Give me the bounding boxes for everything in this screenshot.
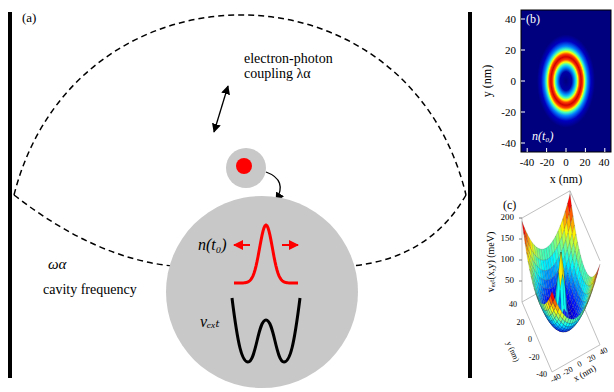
double-well — [232, 298, 300, 362]
tick-label: 150 — [501, 234, 515, 244]
axis-box — [522, 191, 600, 261]
tick-label: 20 — [505, 44, 516, 56]
coupling-arrow — [214, 86, 228, 132]
node-label: n(t₀) — [198, 236, 227, 254]
tick-mark — [521, 50, 525, 51]
symbol: ωα — [48, 256, 66, 273]
potential-surface — [530, 269, 534, 282]
tick-label: 100 — [501, 255, 515, 265]
panel-letter: (c) — [503, 199, 516, 212]
tick-mark — [519, 218, 522, 219]
tick-mark — [521, 112, 525, 113]
tick-label: 40 — [598, 346, 609, 358]
zoom-circle: n(t₀) vₑₓₜ — [166, 196, 358, 388]
tick-mark — [521, 81, 525, 82]
tick-mark — [521, 19, 525, 20]
tick-label: 50 — [505, 276, 514, 286]
tick-mark — [521, 143, 525, 144]
electron-dot — [236, 158, 252, 174]
potential-surface — [524, 233, 528, 250]
axis-box — [522, 275, 600, 345]
cavity-mode — [14, 15, 466, 195]
axis-label: x (nm) — [572, 364, 598, 384]
mirror — [468, 12, 472, 378]
tick-label: 200 — [501, 213, 515, 223]
tick-label: -40 — [549, 373, 563, 386]
tick-label: -40 — [520, 156, 535, 168]
tick-label: -20 — [529, 353, 540, 362]
axis-label: y (nm) — [504, 340, 521, 363]
tick-label: 40 — [509, 301, 517, 310]
plot-label: n(t₀) — [532, 130, 554, 143]
density-map — [521, 10, 611, 152]
axis-label: vₑₓₜ(x,y) (meV) — [485, 232, 496, 293]
tick-mark — [519, 239, 522, 240]
panel-letter: (a) — [22, 11, 36, 25]
motion-arrow — [282, 244, 298, 246]
tick-label: -40 — [501, 137, 516, 149]
tick-mark — [546, 148, 547, 152]
potential-surface — [525, 243, 529, 259]
tick-mark — [519, 281, 522, 282]
motion-arrow — [234, 244, 250, 246]
tick-label: 40 — [505, 13, 516, 25]
annotation: electron-photon coupling λα — [244, 51, 356, 82]
tick-mark — [604, 148, 605, 152]
node-label: vₑₓₜ — [200, 313, 220, 331]
tick-label: 0 — [528, 336, 532, 345]
tick-label: -20 — [540, 156, 555, 168]
tick-mark — [519, 260, 522, 261]
cavity-mode — [14, 195, 172, 266]
tick-label: -40 — [536, 371, 547, 380]
plot-frame — [521, 10, 611, 152]
tick-label: 40 — [599, 156, 610, 168]
mirror — [8, 12, 12, 378]
tick-mark — [527, 148, 528, 152]
potential-surface — [527, 252, 531, 267]
density-packet — [234, 225, 298, 283]
axis-label: y (nm) — [481, 65, 494, 97]
potential-surface — [528, 261, 532, 275]
zoom-outline — [166, 196, 358, 388]
emitter-circle — [226, 148, 266, 188]
tick-label: 0 — [563, 156, 569, 168]
tick-label: 20 — [586, 353, 597, 365]
potential-surface — [582, 306, 586, 314]
axis-label: x (nm) — [550, 173, 582, 186]
potential-surface — [531, 276, 535, 289]
tick-label: 20 — [517, 318, 525, 327]
axis-box — [522, 302, 600, 372]
potential-surface — [535, 289, 539, 300]
cavity-mode — [352, 195, 466, 266]
potential-surface — [551, 291, 555, 301]
tick-mark — [566, 148, 567, 152]
tick-mark — [585, 148, 586, 152]
panel-letter: (b) — [526, 13, 540, 26]
annotation: cavity frequency — [43, 282, 137, 297]
tick-label: 0 — [511, 75, 517, 87]
tick-label: -20 — [501, 106, 516, 118]
tick-label: 20 — [580, 156, 591, 168]
potential-surface — [579, 310, 583, 318]
